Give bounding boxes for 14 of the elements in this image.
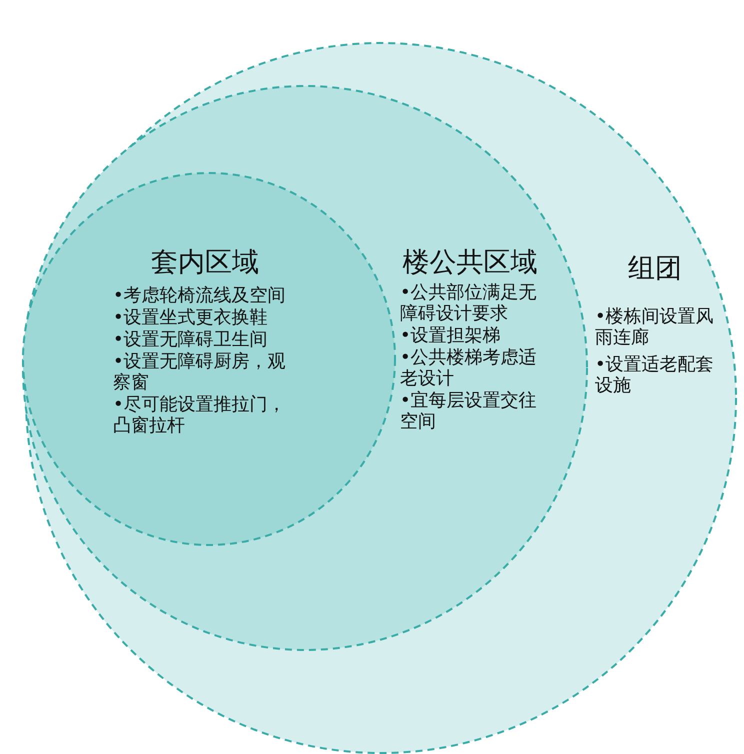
bullet-text: •尽可能设置推拉门，凸窗拉杆	[113, 394, 287, 436]
bullet-text: •公共楼梯考虑适老设计	[400, 347, 537, 389]
bullet-text: •楼栋间设置风雨连廊	[595, 306, 715, 348]
bullet-text: •设置无障碍卫生间	[113, 329, 269, 350]
region-title: 套内区域	[150, 246, 260, 280]
bullet-text: •设置坐式更衣换鞋	[113, 307, 269, 328]
region-title: 组团	[627, 252, 683, 286]
bullet-text: •设置适老配套设施	[595, 354, 715, 396]
bullet-text: •考虑轮椅流线及空间	[113, 285, 287, 306]
bullet-text: •公共部位满足无障碍设计要求	[400, 282, 537, 324]
region-title: 楼公共区域	[402, 246, 538, 280]
bullet-text: •设置担架梯	[400, 325, 502, 346]
bullet-text: •宜每层设置交往空间	[400, 390, 537, 432]
bullet-text: •设置无障碍厨房，观察窗	[113, 351, 287, 393]
